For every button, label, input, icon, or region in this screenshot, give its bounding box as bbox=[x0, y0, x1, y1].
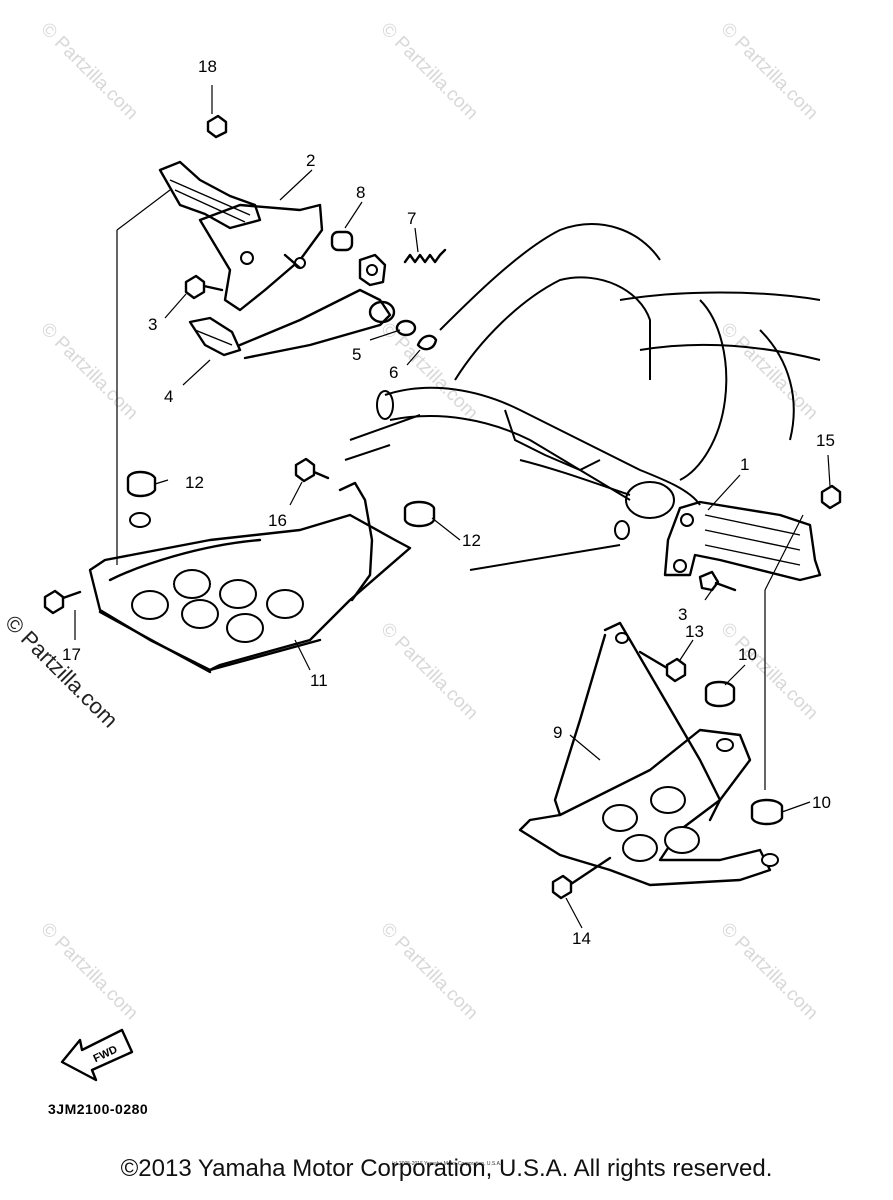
part-17-bolt bbox=[43, 589, 82, 615]
watermark: © Partzilla.com bbox=[716, 319, 821, 424]
callout-15: 15 bbox=[816, 431, 835, 450]
part-16-bolt bbox=[294, 457, 330, 483]
part-11-footboard bbox=[43, 457, 436, 674]
fwd-label: FWD bbox=[92, 1044, 120, 1065]
part-12-grommet bbox=[126, 470, 157, 498]
watermark: © Partzilla.com bbox=[376, 919, 481, 1024]
vehicle-frame bbox=[344, 223, 821, 571]
callout-12: 12 bbox=[462, 531, 481, 550]
part-10-grommet bbox=[704, 680, 736, 708]
callout-16: 16 bbox=[268, 511, 287, 530]
watermark: © Partzilla.com bbox=[36, 19, 141, 124]
callout-8: 8 bbox=[356, 183, 365, 202]
callout-3: 3 bbox=[678, 605, 687, 624]
part-10-grommet bbox=[750, 798, 784, 826]
callout-3: 3 bbox=[148, 315, 157, 334]
part-1-footrest bbox=[663, 484, 842, 592]
callout-13: 13 bbox=[685, 622, 704, 641]
callouts: 18 2 8 7 3 5 6 4 15 12 16 12 1 17 3 13 1… bbox=[62, 57, 835, 948]
callout-12: 12 bbox=[185, 473, 204, 492]
part-7-spring bbox=[403, 248, 447, 264]
callout-6: 6 bbox=[389, 363, 398, 382]
part-15-nut bbox=[820, 484, 842, 510]
leader-lines bbox=[74, 85, 831, 929]
part-12-grommet bbox=[403, 500, 436, 528]
watermark: © Partzilla.com bbox=[36, 319, 141, 424]
part-3-bolt bbox=[184, 274, 224, 300]
callout-10: 10 bbox=[738, 645, 757, 664]
watermark: © Partzilla.com bbox=[376, 619, 481, 724]
part-8-collar bbox=[330, 230, 354, 252]
copyright: ©2013 Yamaha Motor Corporation, U.S.A. A… bbox=[120, 1155, 773, 1182]
part-14-bolt bbox=[551, 856, 612, 900]
fwd-arrow-icon: FWD bbox=[60, 1028, 134, 1082]
callout-1: 1 bbox=[740, 455, 749, 474]
callout-5: 5 bbox=[352, 345, 361, 364]
part-18-nut bbox=[206, 114, 228, 139]
part-2-footrest-bracket bbox=[158, 160, 324, 312]
small-hardware bbox=[184, 114, 447, 351]
watermark: © Partzilla.com bbox=[716, 619, 821, 724]
watermark: © Partzilla.com bbox=[716, 919, 821, 1024]
part-13-bolt bbox=[638, 650, 687, 683]
diagram-code: 3JM2100-0280 bbox=[48, 1101, 149, 1117]
part-6-clip bbox=[416, 334, 438, 351]
callout-10: 10 bbox=[812, 793, 831, 812]
callout-14: 14 bbox=[572, 929, 591, 948]
small-copyright: (c) 2005-2016 Yamaha Motor Corporation, … bbox=[391, 1161, 502, 1167]
callout-7: 7 bbox=[407, 209, 416, 228]
watermark: © Partzilla.com bbox=[716, 19, 821, 124]
watermark: © Partzilla.com bbox=[376, 19, 481, 124]
callout-2: 2 bbox=[306, 151, 315, 170]
callout-17: 17 bbox=[62, 645, 81, 664]
part-3-bolt bbox=[698, 570, 737, 592]
part-5-washer bbox=[395, 319, 417, 337]
part-9-footboard bbox=[518, 621, 784, 900]
part-4-brake-pedal bbox=[188, 253, 396, 360]
callout-18: 18 bbox=[198, 57, 217, 76]
watermarks: © Partzilla.com © Partzilla.com © Partzi… bbox=[36, 19, 821, 1024]
callout-9: 9 bbox=[553, 723, 562, 742]
callout-4: 4 bbox=[164, 387, 173, 406]
callout-11: 11 bbox=[310, 671, 328, 690]
watermark: © Partzilla.com bbox=[36, 919, 141, 1024]
